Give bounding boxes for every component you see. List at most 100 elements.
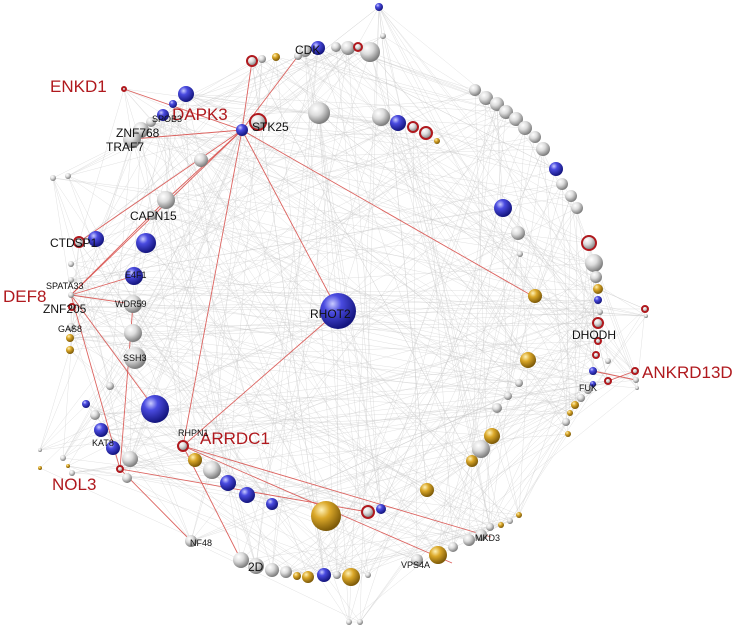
- background-edge: [100, 412, 571, 431]
- background-edge: [131, 138, 569, 435]
- background-edge: [134, 340, 599, 359]
- network-nodes: [38, 3, 649, 625]
- background-edge: [380, 148, 544, 510]
- background-edge: [126, 477, 309, 578]
- background-edge: [185, 93, 196, 461]
- hub-label-dapk3: DAPK3: [172, 105, 228, 124]
- node-highlighted: [73, 236, 85, 248]
- background-edge: [112, 447, 418, 561]
- node-label-znf205: ZNF205: [43, 302, 87, 316]
- node-gold: [188, 453, 202, 467]
- background-edge: [78, 88, 125, 243]
- background-edge: [119, 129, 243, 470]
- node-gray: [346, 619, 352, 625]
- background-edge: [378, 6, 589, 391]
- node-gray: [469, 84, 481, 96]
- background-edge: [318, 112, 339, 312]
- node-highlighted: [121, 86, 127, 92]
- node-gray: [635, 386, 639, 390]
- background-edge: [162, 114, 339, 312]
- background-edge: [240, 116, 382, 561]
- background-edge: [359, 6, 380, 623]
- background-edge: [542, 148, 569, 435]
- background-edge: [382, 35, 536, 297]
- background-edge: [67, 465, 248, 496]
- background-edge: [67, 175, 473, 462]
- background-edge: [480, 435, 493, 536]
- node-gray: [68, 261, 74, 267]
- background-edge: [502, 207, 601, 313]
- background-edge: [337, 310, 470, 541]
- background-edge: [62, 385, 111, 459]
- node-gray: [122, 451, 138, 467]
- background-edge: [592, 383, 638, 389]
- background-edge: [70, 294, 536, 297]
- node-gold: [498, 522, 504, 528]
- background-edge: [69, 159, 202, 351]
- background-edge: [162, 114, 599, 342]
- background-edge: [261, 58, 521, 255]
- background-edge: [518, 288, 599, 516]
- node-blue: [220, 475, 236, 491]
- background-edge: [39, 232, 519, 451]
- background-edge: [380, 508, 470, 541]
- background-edge: [519, 253, 529, 361]
- node-gray: [280, 566, 292, 578]
- background-edge: [194, 118, 517, 461]
- background-edge: [85, 403, 369, 513]
- node-gray: [38, 448, 42, 452]
- background-edge: [71, 306, 646, 310]
- background-edge: [561, 183, 571, 414]
- highlighted-edge: [241, 60, 253, 131]
- background-edge: [132, 332, 502, 526]
- background-edge: [227, 482, 369, 513]
- node-gray: [67, 323, 75, 331]
- background-edge: [67, 47, 349, 177]
- node-blue: [125, 267, 143, 285]
- background-edge: [297, 55, 507, 113]
- background-edge: [39, 138, 133, 451]
- node-blue: [311, 41, 325, 55]
- background-edge: [318, 112, 350, 623]
- background-edge: [524, 127, 599, 324]
- node-gold: [565, 431, 571, 437]
- background-edge: [496, 407, 520, 516]
- node-highlighted: [604, 377, 612, 385]
- node-gray: [265, 563, 279, 577]
- background-edge: [348, 103, 498, 623]
- node-gray: [147, 210, 157, 220]
- background-edge: [95, 129, 142, 240]
- node-gray: [590, 271, 602, 283]
- node-gray: [556, 178, 568, 190]
- node-gray: [50, 175, 56, 181]
- background-edge: [100, 407, 498, 431]
- node-gold: [293, 572, 301, 580]
- node-gold: [528, 289, 542, 303]
- background-edge: [335, 46, 476, 91]
- node-highlighted: [592, 351, 600, 359]
- node-gray: [571, 202, 583, 214]
- hub-label-enkd1: ENKD1: [50, 77, 107, 96]
- background-edge: [257, 58, 263, 123]
- node-blue: [590, 381, 596, 387]
- background-edge: [95, 140, 438, 240]
- background-edge: [165, 199, 257, 567]
- background-edge: [227, 482, 502, 526]
- background-edge: [71, 306, 509, 397]
- node-gray: [124, 295, 142, 313]
- node-gray: [233, 552, 249, 568]
- node-gold: [302, 571, 314, 583]
- background-edge: [323, 433, 569, 576]
- background-edge: [70, 232, 519, 281]
- background-edge: [509, 308, 646, 522]
- node-gold: [420, 483, 434, 497]
- background-edge: [200, 159, 229, 484]
- background-edge: [62, 357, 136, 459]
- background-edge: [100, 429, 454, 548]
- background-edge: [296, 288, 599, 577]
- node-label-capn15: CAPN15: [130, 209, 177, 223]
- background-edge: [359, 299, 599, 623]
- background-edge: [570, 195, 594, 372]
- node-gray: [517, 251, 523, 257]
